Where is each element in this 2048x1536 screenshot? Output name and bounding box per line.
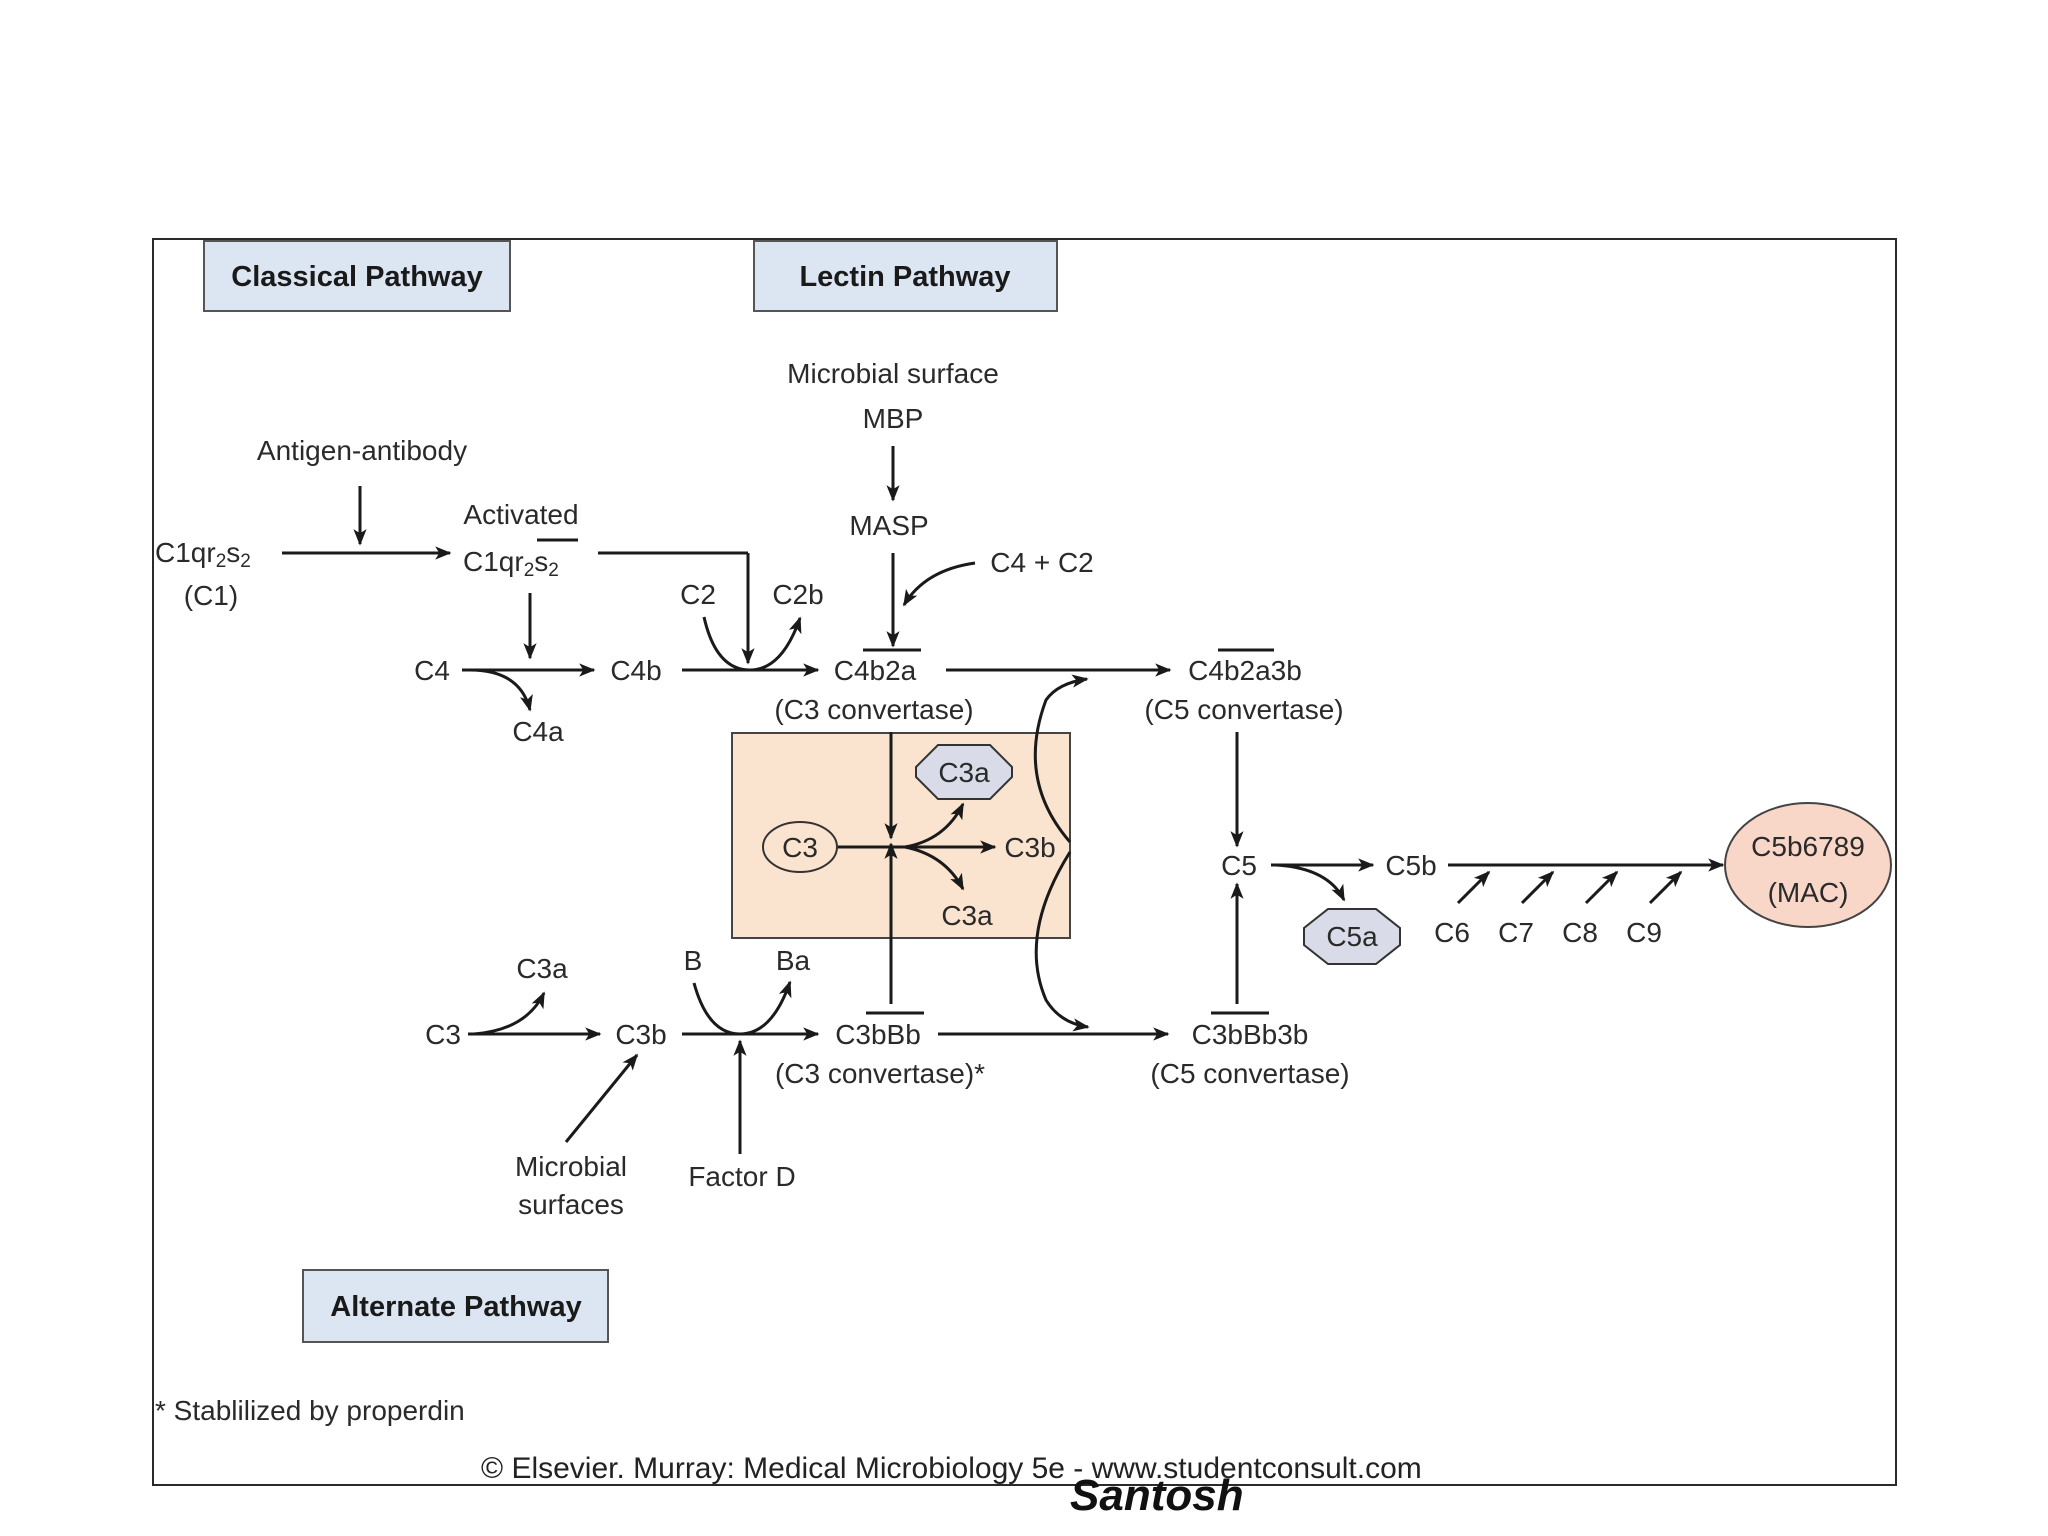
c7-join-arrow (1520, 870, 1555, 905)
c4a-label: C4a (512, 716, 564, 747)
c4b2a3b-label: C4b2a3b (1188, 655, 1302, 686)
c5a-label: C5a (1326, 921, 1378, 952)
c3a-top-release-arrow (904, 802, 965, 849)
properdin-footnote: * Stablilized by properdin (155, 1395, 465, 1426)
c3a-bottom-label: C3a (941, 900, 993, 931)
microbial-surfaces-arrow (564, 1053, 639, 1143)
c9-join-arrow (1648, 870, 1683, 905)
classical-c3-convertase-label: (C3 convertase) (774, 694, 973, 725)
c4b-label: C4b (610, 655, 661, 686)
c3b-central-label: C3b (1004, 832, 1055, 863)
c2-cleavage-arrow (702, 616, 802, 672)
factor-b-cleavage-arrow (692, 980, 792, 1036)
c4a-release-arrow (469, 668, 533, 712)
c3bbb-label: C3bBb (835, 1019, 921, 1050)
c4b2a-label: C4b2a (834, 655, 917, 686)
c6-join-arrow (1456, 870, 1491, 905)
c3-central-node (762, 821, 838, 873)
lectin-pathway-label: Lectin Pathway (799, 261, 1010, 293)
alt-c3-label: C3 (425, 1019, 461, 1050)
classical-pathway-header: Classical Pathway (203, 240, 511, 312)
microbial-surfaces-label-line1: Microbial (515, 1151, 627, 1182)
alternate-pathway-header: Alternate Pathway (302, 1269, 609, 1343)
mbp-label: MBP (863, 403, 924, 434)
c2b-label: C2b (772, 579, 823, 610)
alt-c3b-label: C3b (615, 1019, 666, 1050)
mac-abbrev-label: (MAC) (1768, 877, 1849, 908)
c5a-release-arrow (1275, 863, 1346, 902)
microbial-surfaces-label-line2: surfaces (518, 1189, 624, 1220)
factor-d-label: Factor D (688, 1161, 795, 1192)
activated-label: Activated (463, 499, 578, 530)
c6-label: C6 (1434, 917, 1470, 948)
masp-label: MASP (849, 510, 928, 541)
c2-label: C2 (680, 579, 716, 610)
c3a-top-label: C3a (938, 757, 990, 788)
mac-complex-label: C5b6789 (1751, 831, 1865, 862)
c5-label: C5 (1221, 850, 1257, 881)
antigen-antibody-label: Antigen-antibody (257, 435, 467, 466)
source-credit: © Elsevier. Murray: Medical Microbiology… (481, 1452, 1422, 1485)
alt-c5-convertase-label: (C5 convertase) (1150, 1058, 1349, 1089)
c5a-octagon (1303, 908, 1401, 965)
c3b-to-alternate-c5-convertase-arrow (1034, 851, 1090, 1032)
alternate-pathway-label: Alternate Pathway (330, 1291, 581, 1323)
ba-label: Ba (776, 945, 811, 976)
c3a-top-octagon (915, 744, 1013, 800)
classical-pathway-label: Classical Pathway (231, 261, 482, 293)
c3a-bottom-release-arrow (904, 845, 965, 891)
activated-c1-label: C1qr2s2 (463, 546, 559, 581)
factor-b-label: B (684, 945, 703, 976)
c3-central-label: C3 (782, 832, 818, 863)
c3bbb3b-label: C3bBb3b (1192, 1019, 1309, 1050)
mac-node (1724, 802, 1892, 928)
lectin-pathway-header: Lectin Pathway (753, 240, 1058, 312)
alt-c3a-label: C3a (516, 953, 568, 984)
classical-c5-convertase-label: (C5 convertase) (1144, 694, 1343, 725)
microbial-surface-label: Microbial surface (787, 358, 999, 389)
c1-complex-label: C1qr2s2 (155, 537, 251, 572)
c8-join-arrow (1584, 870, 1619, 905)
c8-label: C8 (1562, 917, 1598, 948)
c4-c2-input-arrow (902, 561, 976, 607)
c1-paren-label: (C1) (184, 580, 238, 611)
c5b-label: C5b (1385, 850, 1436, 881)
c9-label: C9 (1626, 917, 1662, 948)
alt-c3-convertase-label: (C3 convertase)* (775, 1058, 985, 1089)
c3b-to-classical-c5-convertase-arrow (1033, 674, 1089, 843)
c4-plus-c2-label: C4 + C2 (990, 547, 1094, 578)
alt-c3a-release-arrow (473, 991, 546, 1036)
author-name: Santosh (1070, 1471, 1244, 1520)
c7-label: C7 (1498, 917, 1534, 948)
c4-label: C4 (414, 655, 450, 686)
